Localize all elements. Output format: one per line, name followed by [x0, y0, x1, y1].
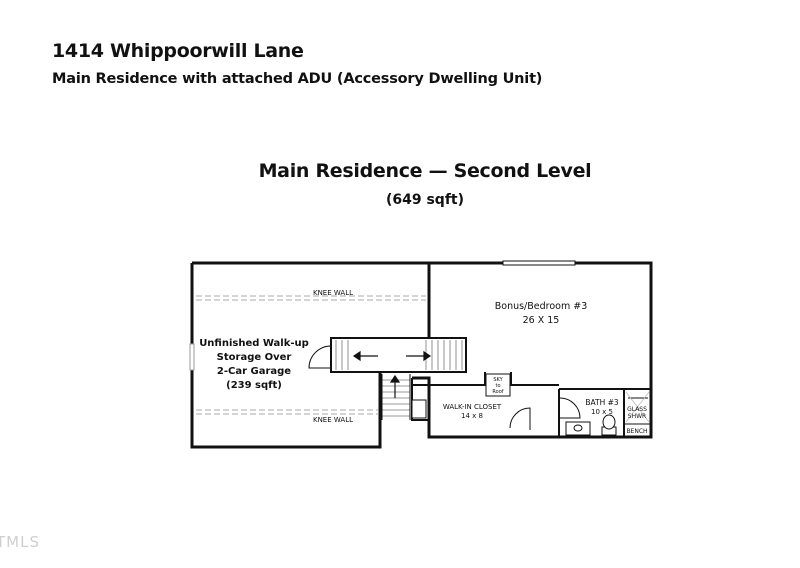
- shower-glass: [625, 391, 650, 423]
- bench-label: BENCH: [626, 428, 647, 435]
- level-sqft: (649 sqft): [385, 192, 465, 208]
- mls-watermark: TMLS: [0, 533, 40, 551]
- door-swings: [308, 345, 648, 430]
- storage-label-3: 2-Car Garage: [217, 366, 291, 377]
- sink: [565, 421, 591, 436]
- stair-treads: [335, 340, 463, 417]
- sky-label-1: SKY: [493, 377, 503, 383]
- address-subtitle: Main Residence with attached ADU (Access…: [52, 71, 543, 87]
- knee-wall-label-top: KNEE WALL: [313, 289, 353, 297]
- closet-name: WALK-IN CLOSET: [443, 403, 502, 411]
- glass-label-1: GLASS: [627, 406, 647, 413]
- address-title: 1414 Whippoorwill Lane: [52, 40, 304, 62]
- bath-dims: 10 x 5: [591, 408, 613, 416]
- stair-arrows: [352, 350, 432, 398]
- closet-shelf: [411, 399, 427, 419]
- storage-label-2: Storage Over: [217, 352, 292, 363]
- level-title: Main Residence — Second Level: [258, 160, 592, 182]
- closet-dims: 14 x 8: [461, 412, 483, 420]
- toilet: [602, 414, 616, 430]
- glass-label-2: SHWR: [628, 413, 646, 420]
- window: [502, 260, 576, 266]
- knee-wall-lines: [196, 295, 426, 415]
- bonus-room-name: Bonus/Bedroom #3: [495, 301, 588, 312]
- sky-label-2: to: [495, 383, 500, 389]
- bonus-room-dims: 26 X 15: [523, 315, 560, 326]
- sink-basin: [573, 424, 583, 432]
- knee-wall-label-bottom: KNEE WALL: [313, 416, 353, 424]
- interior-walls: [330, 337, 651, 437]
- sky-label-3: Roof: [492, 389, 503, 395]
- storage-label-1: Unfinished Walk-up: [199, 338, 309, 349]
- bath-name: BATH #3: [585, 398, 619, 407]
- side-opening: [189, 343, 195, 371]
- skylight: [485, 373, 511, 397]
- storage-sqft: (239 sqft): [226, 380, 282, 391]
